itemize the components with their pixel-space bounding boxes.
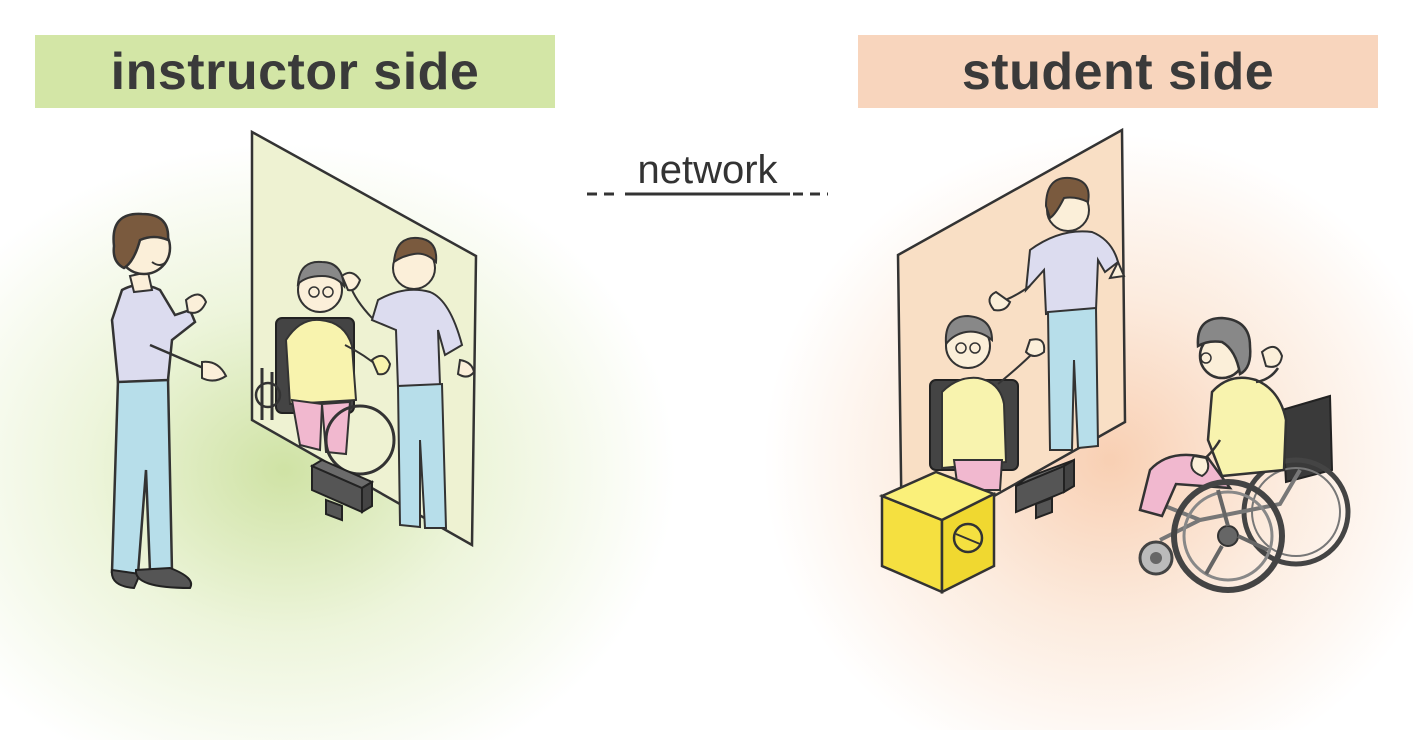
student-side-label: student side: [858, 35, 1378, 108]
remote-instructor-on-screen: [988, 176, 1126, 451]
network-link: network: [585, 148, 830, 204]
student-person: [1138, 316, 1288, 518]
wheelchair-wheel: [1171, 479, 1285, 593]
projector-icon: [878, 470, 998, 595]
camera-icon: [309, 458, 375, 522]
network-line: [587, 192, 828, 196]
network-label: network: [637, 148, 778, 192]
wheelchair-icon: [1138, 394, 1351, 576]
instructor-side-label: instructor side: [35, 35, 555, 108]
scene-illustration: [110, 127, 1351, 595]
self-view-on-screen: [929, 314, 1046, 491]
instructor-person: [110, 212, 228, 590]
camera-icon: [1015, 458, 1075, 520]
remote-assistant-on-screen: [340, 236, 476, 529]
remote-student-on-screen: [254, 260, 396, 476]
